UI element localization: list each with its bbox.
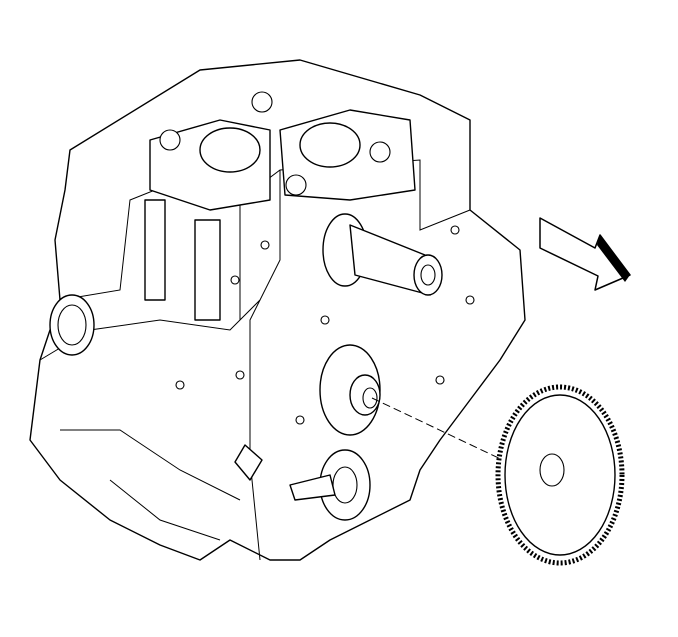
bearing-caps: [144, 109, 416, 321]
block-holes: [49, 225, 475, 481]
camshaft-gear: [495, 384, 625, 566]
arrow-down-right-icon: [539, 217, 631, 291]
camshaft-area: [289, 344, 381, 521]
crankshaft-snout: [322, 213, 443, 296]
bolts: [159, 91, 391, 196]
engine-block: [29, 59, 526, 561]
